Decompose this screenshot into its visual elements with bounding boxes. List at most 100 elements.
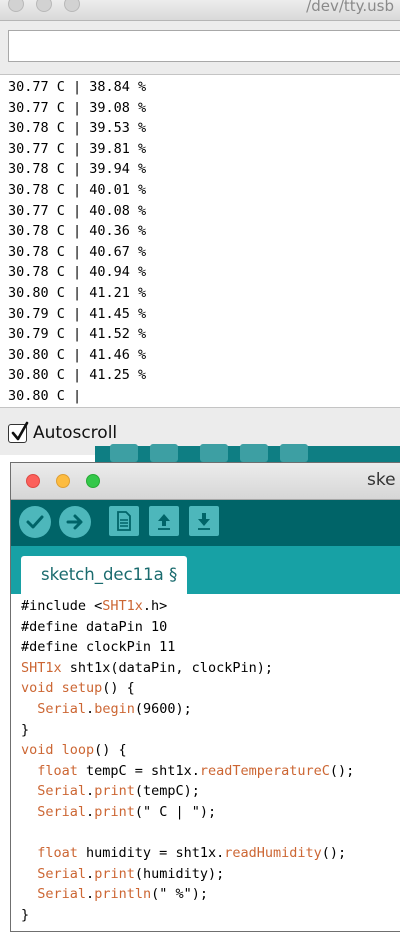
code-token: (" %"); bbox=[151, 886, 208, 903]
minimize-icon[interactable] bbox=[36, 0, 52, 12]
serial-output-line: 30.80 C | 41.46 % bbox=[8, 346, 147, 363]
sketch-toolbar bbox=[11, 500, 400, 546]
code-token: Serial bbox=[37, 865, 87, 882]
sketch-titlebar: ske bbox=[11, 463, 400, 500]
code-token: } bbox=[21, 721, 30, 738]
serial-monitor-title: /dev/tty.usb bbox=[306, 0, 394, 15]
close-icon[interactable] bbox=[8, 0, 24, 12]
upload-icon bbox=[66, 514, 83, 530]
code-token bbox=[21, 886, 37, 902]
code-token: (); bbox=[329, 762, 355, 779]
code-line: Serial.println(" %"); bbox=[21, 884, 400, 905]
serial-output-area[interactable]: 30.77 C | 38.84 % 30.77 C | 39.08 % 30.78 … bbox=[0, 74, 400, 408]
checkmark-icon bbox=[11, 421, 29, 440]
code-line: void setup() { bbox=[21, 678, 400, 699]
serial-output-line: 30.77 C | 38.84 % bbox=[8, 79, 147, 95]
code-token: print bbox=[94, 803, 135, 820]
background-button bbox=[110, 444, 138, 462]
verify-button[interactable] bbox=[19, 506, 51, 538]
new-icon bbox=[117, 511, 131, 531]
code-token: (tempC); bbox=[134, 783, 200, 800]
code-token: readHumidity bbox=[224, 845, 322, 862]
autoscroll-label: Autoscroll bbox=[33, 423, 118, 443]
code-token: (); bbox=[321, 845, 347, 862]
background-button bbox=[240, 444, 268, 462]
code-token: humidity = sht1x. bbox=[77, 845, 225, 862]
code-token bbox=[54, 742, 62, 758]
code-token: .h> bbox=[142, 598, 168, 614]
code-token: . bbox=[86, 700, 95, 717]
code-token: sht1x(dataPin, clockPin); bbox=[61, 659, 273, 676]
background-button bbox=[150, 444, 178, 462]
code-token: . bbox=[86, 886, 95, 903]
code-token bbox=[21, 763, 37, 779]
save-button[interactable] bbox=[189, 506, 219, 536]
serial-output-line: 30.78 C | 40.01 % bbox=[8, 181, 147, 198]
autoscroll-checkbox[interactable] bbox=[8, 421, 29, 443]
code-token: . bbox=[86, 803, 95, 820]
minimize-icon[interactable] bbox=[56, 474, 70, 488]
code-line: float humidity = sht1x.readHumidity(); bbox=[21, 843, 400, 864]
serial-output-line: 30.79 C | 41.52 % bbox=[8, 326, 147, 343]
code-line: Serial.begin(9600); bbox=[21, 699, 400, 720]
code-token: SHT1x bbox=[102, 598, 143, 614]
tab-sketch[interactable]: sketch_dec11a § bbox=[21, 556, 188, 594]
zoom-icon[interactable] bbox=[86, 474, 100, 488]
code-token: () { bbox=[102, 680, 135, 697]
code-token: Serial bbox=[37, 783, 87, 800]
code-token: print bbox=[94, 865, 135, 882]
code-line: } bbox=[21, 905, 400, 926]
code-token bbox=[54, 680, 62, 696]
close-icon[interactable] bbox=[26, 474, 40, 488]
code-token: Serial bbox=[37, 803, 87, 820]
serial-output-line: 30.80 C | 41.25 % bbox=[8, 367, 147, 384]
code-line bbox=[21, 823, 400, 844]
verify-icon bbox=[26, 515, 44, 529]
serial-send-input[interactable] bbox=[8, 30, 400, 62]
code-token: #include < bbox=[21, 598, 103, 614]
code-token: print bbox=[94, 783, 135, 800]
code-token: (" C | "); bbox=[134, 803, 217, 820]
code-token: () { bbox=[94, 742, 127, 759]
serial-output-line: 30.78 C | 40.94 % bbox=[8, 264, 147, 281]
code-token: } bbox=[21, 906, 30, 923]
code-line: Serial.print(tempC); bbox=[21, 781, 400, 802]
code-token: float bbox=[37, 845, 78, 862]
code-token bbox=[21, 804, 37, 820]
serial-output-line: 30.78 C | 39.53 % bbox=[8, 120, 147, 137]
code-line: #include <SHT1x.h> bbox=[21, 596, 400, 617]
code-line: Serial.print(humidity); bbox=[21, 864, 400, 885]
code-token: println bbox=[94, 886, 152, 903]
upload-button[interactable] bbox=[59, 506, 91, 538]
code-token bbox=[21, 783, 37, 799]
code-editor[interactable]: #include <SHT1x.h>#define dataPin 10#def… bbox=[11, 594, 400, 931]
serial-output-line: 30.77 C | 39.08 % bbox=[8, 99, 147, 116]
serial-output-line: 30.78 C | 40.67 % bbox=[8, 243, 147, 260]
code-token: . bbox=[86, 783, 95, 800]
code-token bbox=[21, 845, 37, 861]
code-token: float bbox=[37, 762, 78, 779]
serial-output-line: 30.79 C | 41.45 % bbox=[8, 305, 147, 322]
new-button[interactable] bbox=[109, 506, 139, 536]
serial-output-line: 30.80 C | 41.21 % bbox=[8, 284, 147, 301]
code-token: SHT1x bbox=[21, 659, 62, 676]
serial-output-line: 30.80 C | bbox=[8, 387, 82, 404]
save-icon bbox=[198, 513, 210, 530]
code-token: Serial bbox=[37, 886, 87, 903]
code-token: loop bbox=[61, 742, 95, 759]
sketch-window-title: ske bbox=[367, 470, 396, 490]
autoscroll-toggle[interactable]: Autoscroll bbox=[8, 420, 117, 446]
serial-output-line: 30.77 C | 40.08 % bbox=[8, 202, 147, 219]
code-token: tempC = sht1x. bbox=[77, 762, 200, 779]
background-button bbox=[280, 444, 308, 462]
code-token: (humidity); bbox=[134, 865, 225, 882]
open-button[interactable] bbox=[149, 506, 179, 536]
code-token: begin bbox=[94, 700, 135, 717]
code-line: #define dataPin 10 bbox=[21, 617, 400, 638]
code-line: #define clockPin 11 bbox=[21, 637, 400, 658]
serial-monitor-window: /dev/tty.usb 30.77 C | 38.84 %30.77 C | … bbox=[0, 0, 400, 455]
sketch-editor-window: ske bbox=[10, 462, 400, 932]
serial-output-line: 30.78 C | 39.94 % bbox=[8, 161, 147, 178]
zoom-icon[interactable] bbox=[64, 0, 80, 12]
serial-monitor-titlebar: /dev/tty.usb bbox=[0, 0, 400, 21]
